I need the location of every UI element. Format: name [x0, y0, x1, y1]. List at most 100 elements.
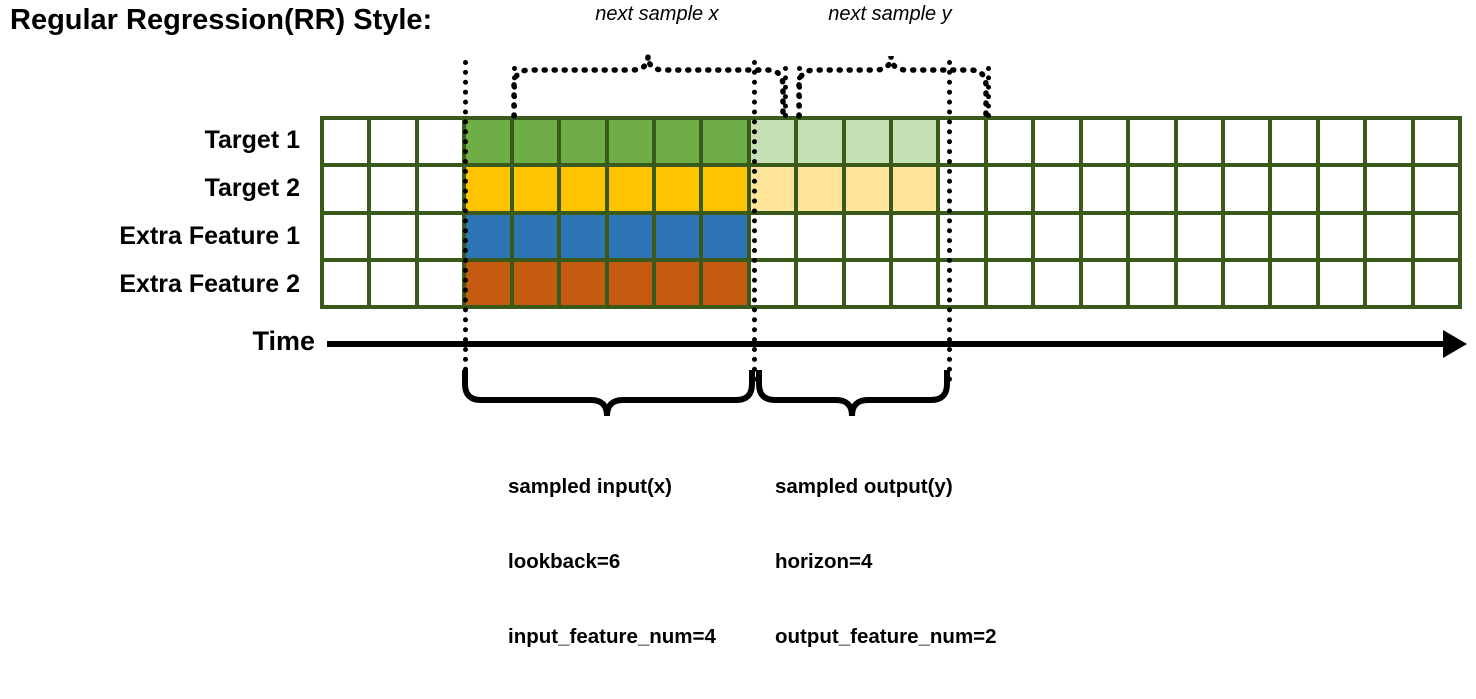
grid-cell-target-2-t9: [750, 167, 795, 211]
grid-cell-target-2-t2: [418, 167, 463, 211]
grid-cell-target-1-t20: [1272, 120, 1316, 164]
grid-cell-target-1-t10: [798, 120, 842, 164]
grid-cell-extra-feature-2-t8: [703, 261, 747, 305]
grid-cell-target-2-t20: [1272, 167, 1316, 211]
grid-cell-extra-feature-1-t7: [655, 214, 700, 258]
grid-cell-target-2-t22: [1367, 167, 1411, 211]
grid-cell-target-1-t19: [1224, 120, 1269, 164]
grid-cell-target-2-t17: [1130, 167, 1174, 211]
grid-cell-target-1-t1: [371, 120, 415, 164]
grid-cell-extra-feature-2-t3: [466, 261, 510, 305]
guide-line-next-x-end: [783, 66, 788, 118]
grid-cell-extra-feature-1-t1: [371, 214, 415, 258]
grid-cell-target-2-t10: [798, 167, 842, 211]
grid-cell-target-2-t0: [324, 167, 368, 211]
grid-cell-target-1-t9: [750, 120, 795, 164]
guide-line-next-y-start: [797, 66, 802, 118]
grid-cell-target-1-t2: [418, 120, 463, 164]
grid-cell-extra-feature-1-t5: [561, 214, 605, 258]
page-title: Regular Regression(RR) Style:: [10, 4, 433, 36]
time-axis-label: Time: [252, 326, 315, 356]
grid-cell-target-2-t15: [1035, 167, 1079, 211]
grid-cell-extra-feature-1-t2: [418, 214, 463, 258]
brace-next-sample-y: [796, 55, 989, 119]
grid-cell-target-1-t17: [1130, 120, 1174, 164]
grid-cell-extra-feature-2-t18: [1177, 261, 1221, 305]
grid-cell-extra-feature-2-t9: [750, 261, 795, 305]
grid-cell-extra-feature-1-t0: [324, 214, 368, 258]
grid-cell-target-2-t18: [1177, 167, 1221, 211]
grid-cell-extra-feature-1-t10: [798, 214, 842, 258]
grid-cell-target-2-t5: [561, 167, 605, 211]
grid-cell-extra-feature-2-t15: [1035, 261, 1079, 305]
grid-cell-target-2-t4: [513, 167, 558, 211]
brace-sampled-output: [756, 370, 950, 417]
caption-output-line-1: sampled output(y): [775, 475, 953, 498]
grid-cell-extra-feature-2-t1: [371, 261, 415, 305]
brace-sampled-input: [462, 370, 755, 417]
grid-cell-target-2-t6: [608, 167, 652, 211]
grid-cell-extra-feature-2-t6: [608, 261, 652, 305]
grid-cell-extra-feature-2-t21: [1319, 261, 1364, 305]
grid-cell-target-1-t22: [1367, 120, 1411, 164]
grid-cell-target-2-t3: [466, 167, 510, 211]
grid-cell-target-2-t7: [655, 167, 700, 211]
guide-line-next-x-start: [512, 66, 517, 118]
grid-cell-target-1-t6: [608, 120, 652, 164]
grid-cell-extra-feature-2-t5: [561, 261, 605, 305]
grid-cell-extra-feature-1-t19: [1224, 214, 1269, 258]
grid-cell-extra-feature-2-t20: [1272, 261, 1316, 305]
grid-cell-extra-feature-1-t15: [1035, 214, 1079, 258]
grid-cell-extra-feature-1-t6: [608, 214, 652, 258]
guide-line-lookback-start: [463, 60, 468, 382]
grid-cell-extra-feature-2-t7: [655, 261, 700, 305]
row-label-column: Target 1 Target 2 Extra Feature 1 Extra …: [0, 116, 312, 308]
caption-sampled-input: sampled input(x) lookback=6 input_featur…: [508, 424, 716, 699]
grid-cell-extra-feature-2-t19: [1224, 261, 1269, 305]
grid-cell-extra-feature-1-t12: [893, 214, 937, 258]
grid-cell-extra-feature-1-t20: [1272, 214, 1316, 258]
grid-cell-target-1-t11: [845, 120, 889, 164]
grid-cell-extra-feature-2-t2: [418, 261, 463, 305]
grid-cell-extra-feature-1-t4: [513, 214, 558, 258]
right-arrow-icon: [1443, 330, 1467, 358]
grid-cell-target-1-t4: [513, 120, 558, 164]
grid-cell-target-2-t11: [845, 167, 889, 211]
grid-cell-extra-feature-1-t16: [1082, 214, 1127, 258]
grid-cell-target-1-t12: [893, 120, 937, 164]
row-label-extra-feature-1: Extra Feature 1: [119, 222, 300, 250]
grid-cell-extra-feature-1-t23: [1414, 214, 1458, 258]
grid-cell-target-2-t19: [1224, 167, 1269, 211]
row-label-target-2: Target 2: [204, 174, 300, 202]
grid-cell-extra-feature-1-t22: [1367, 214, 1411, 258]
grid-cell-extra-feature-2-t17: [1130, 261, 1174, 305]
grid-cell-target-1-t8: [703, 120, 747, 164]
grid-cell-extra-feature-2-t16: [1082, 261, 1127, 305]
grid-cell-target-1-t16: [1082, 120, 1127, 164]
grid-cell-extra-feature-1-t17: [1130, 214, 1174, 258]
guide-line-lookback-end: [752, 60, 757, 382]
grid-cell-target-1-t18: [1177, 120, 1221, 164]
diagram-canvas: Regular Regression(RR) Style: next sampl…: [0, 3, 1467, 648]
grid-cell-extra-feature-1-t9: [750, 214, 795, 258]
grid-cell-target-1-t21: [1319, 120, 1364, 164]
grid-cell-target-2-t12: [893, 167, 937, 211]
caption-output-line-3: output_feature_num=2: [775, 625, 997, 648]
grid-cell-target-1-t0: [324, 120, 368, 164]
grid-cell-extra-feature-1-t14: [987, 214, 1032, 258]
grid-cell-extra-feature-1-t21: [1319, 214, 1364, 258]
grid-cell-target-1-t14: [987, 120, 1032, 164]
grid-cell-target-2-t16: [1082, 167, 1127, 211]
grid-cell-extra-feature-1-t8: [703, 214, 747, 258]
grid-cell-target-2-t14: [987, 167, 1032, 211]
grid-cell-target-2-t8: [703, 167, 747, 211]
caption-input-line-3: input_feature_num=4: [508, 625, 716, 648]
grid-cell-extra-feature-2-t23: [1414, 261, 1458, 305]
caption-sampled-output: sampled output(y) horizon=4 output_featu…: [775, 424, 997, 699]
grid-cell-target-2-t21: [1319, 167, 1364, 211]
grid-cell-extra-feature-2-t4: [513, 261, 558, 305]
grid-cell-extra-feature-2-t22: [1367, 261, 1411, 305]
grid-cell-target-1-t5: [561, 120, 605, 164]
next-sample-x-label: next sample x: [595, 3, 719, 25]
grid-cell-extra-feature-2-t0: [324, 261, 368, 305]
